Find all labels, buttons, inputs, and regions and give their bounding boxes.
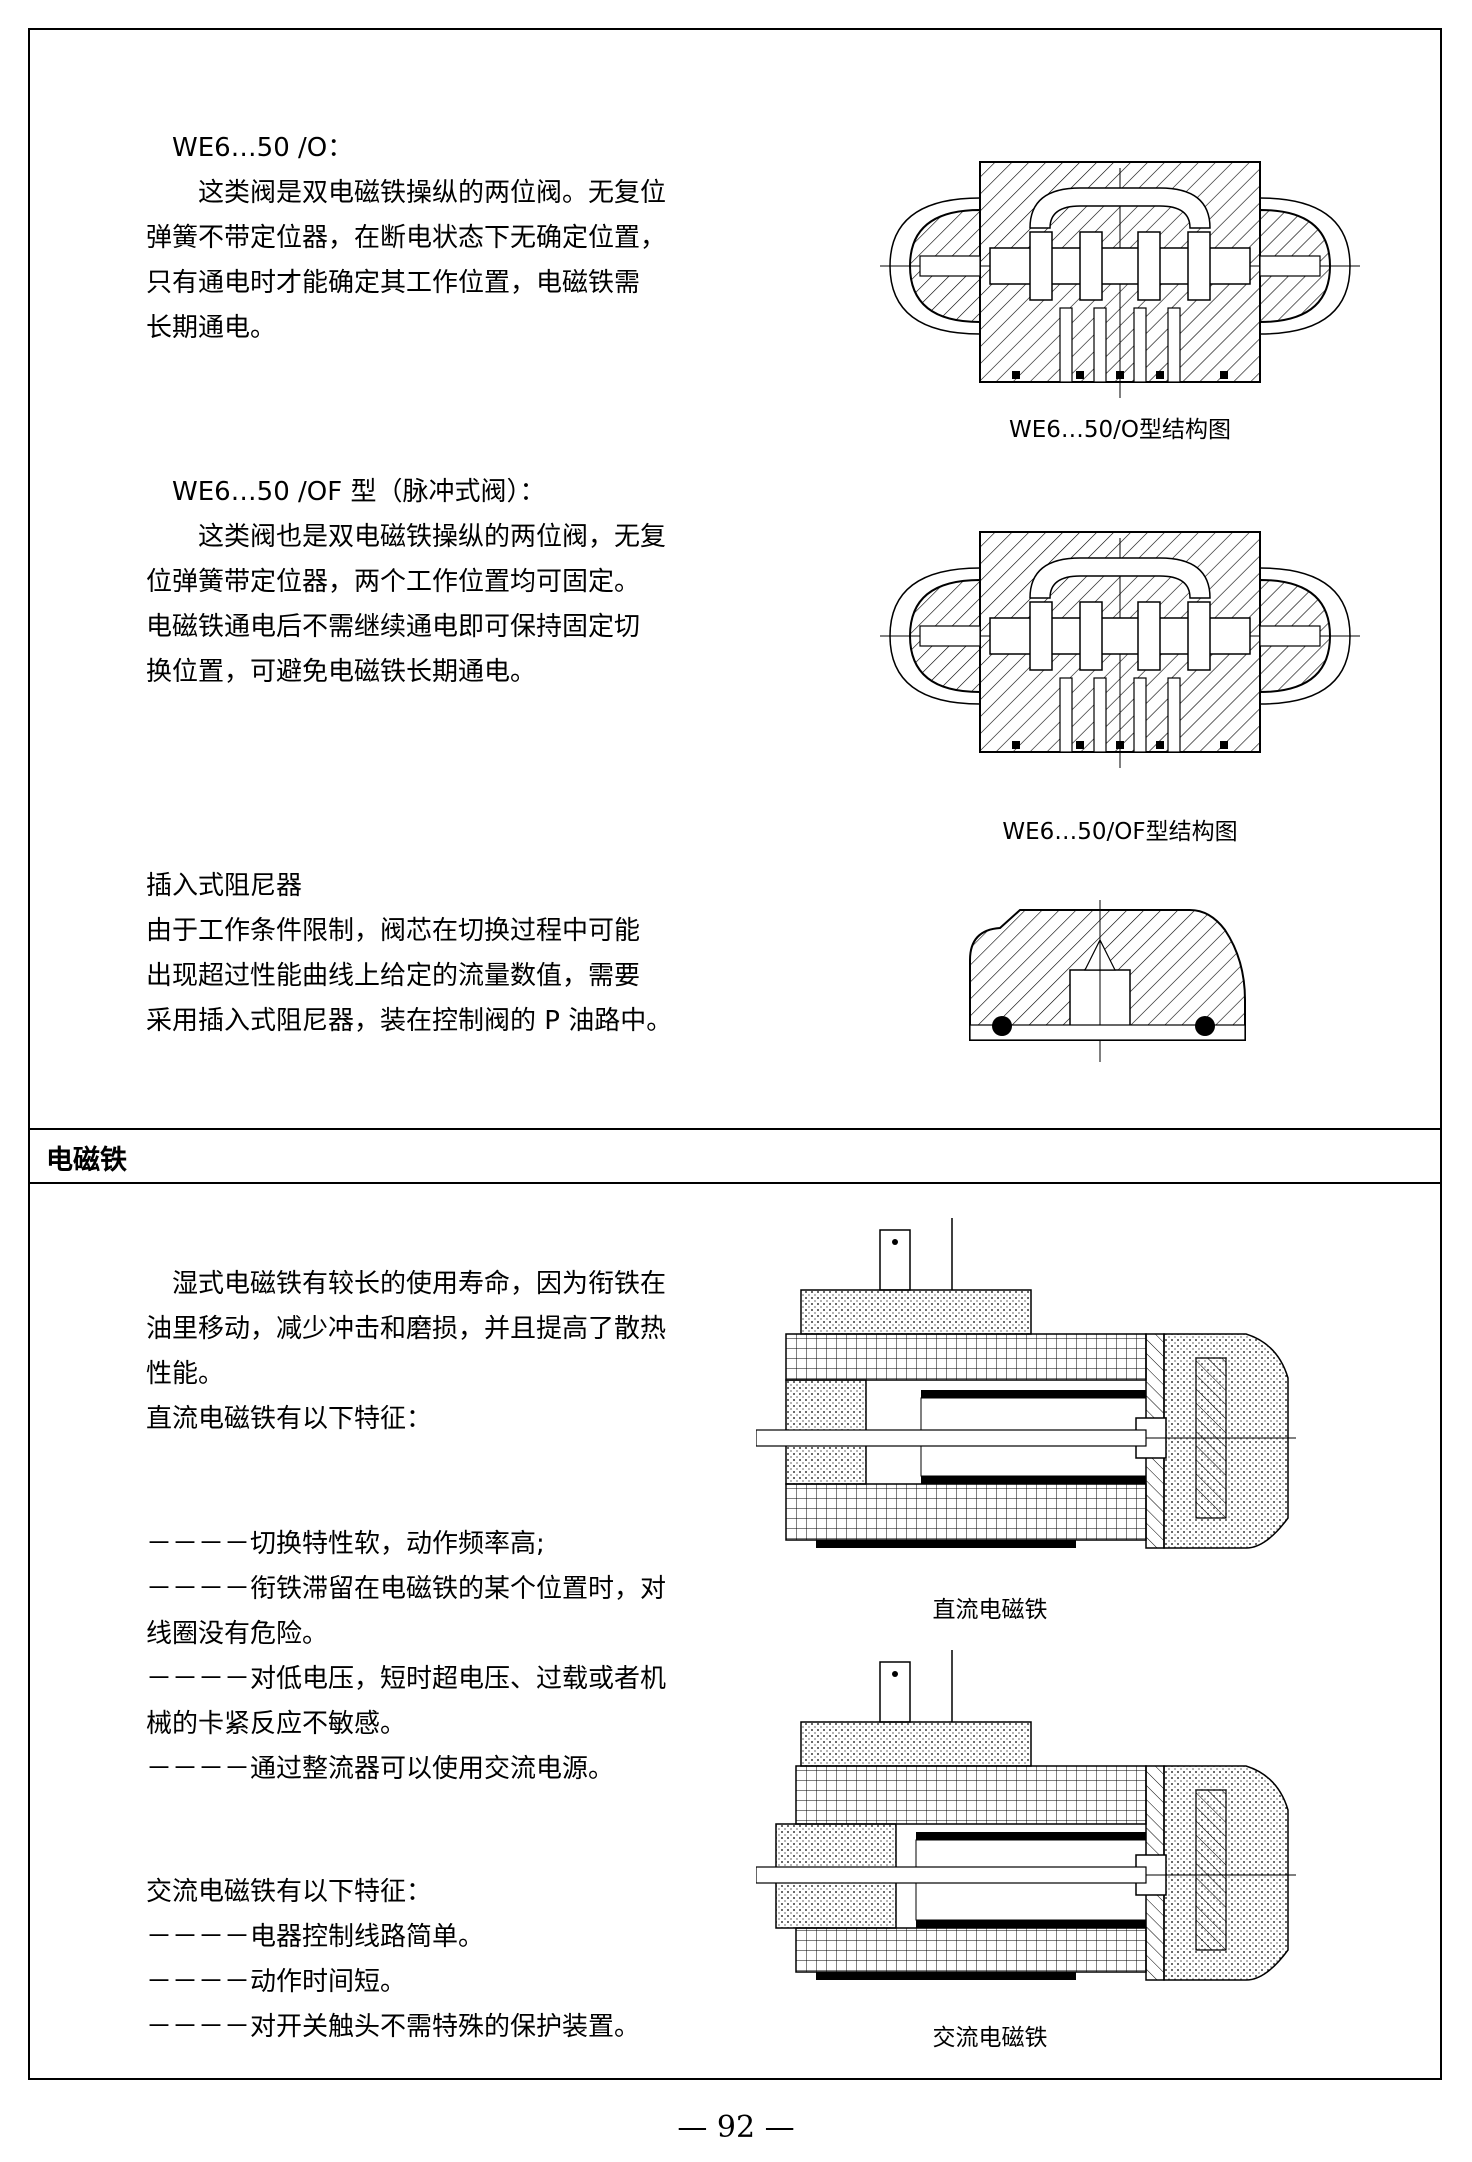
list-item: 械的卡紧反应不敏感。: [146, 1709, 407, 1739]
paragraph-line: 采用插入式阻尼器，装在控制阀的 P 油路中。: [146, 1006, 673, 1036]
paragraph-title: WE6…50 /O：: [172, 133, 354, 163]
paragraph-line: 换位置，可避免电磁铁长期通电。: [146, 657, 537, 687]
paragraph-line: 出现超过性能曲线上给定的流量数值，需要: [146, 961, 641, 991]
paragraph-line: 性能。: [146, 1359, 225, 1389]
list-item: －－－－通过整流器可以使用交流电源。: [146, 1754, 615, 1784]
section-divider-bottom: [30, 1182, 1440, 1184]
paragraph-line: 电磁铁通电后不需继续通电即可保持固定切: [146, 612, 641, 642]
list-item: －－－－动作时间短。: [146, 1967, 407, 1997]
list-item: －－－－衔铁滞留在电磁铁的某个位置时，对: [146, 1574, 667, 1604]
paragraph-line: 这类阀也是双电磁铁操纵的两位阀，无复: [198, 522, 667, 552]
list-dc-features: －－－－切换特性软，动作频率高; －－－－衔铁滞留在电磁铁的某个位置时，对 线圈…: [146, 1522, 666, 1792]
paragraph-line: 直流电磁铁有以下特征：: [146, 1404, 433, 1434]
page-number: — 92 —: [677, 2110, 795, 2145]
text-we6-o: WE6…50 /O： 这类阀是双电磁铁操纵的两位阀。无复位 弹簧不带定位器，在断…: [146, 126, 667, 351]
figure-caption-ac: 交流电磁铁: [932, 2025, 1048, 2051]
list-item: －－－－对开关触头不需特殊的保护装置。: [146, 2012, 641, 2042]
paragraph-title: 插入式阻尼器: [146, 871, 303, 901]
paragraph-line: 位弹簧带定位器，两个工作位置均可固定。: [146, 567, 641, 597]
paragraph-line: 这类阀是双电磁铁操纵的两位阀。无复位: [198, 178, 667, 208]
damper-diagram: [969, 900, 1246, 1062]
paragraph-line: 长期通电。: [146, 313, 277, 343]
figure-caption-o: WE6…50/O型结构图: [1008, 417, 1232, 443]
paragraph-title: WE6…50 /OF 型（脉冲式阀）：: [172, 477, 546, 507]
list-item: 线圈没有危险。: [146, 1619, 329, 1649]
figure-caption-of: WE6…50/OF型结构图: [1002, 819, 1238, 845]
figure-caption-dc: 直流电磁铁: [932, 1597, 1048, 1623]
list-item: －－－－电器控制线路简单。: [146, 1922, 485, 1952]
list-ac-features: 交流电磁铁有以下特征： －－－－电器控制线路简单。 －－－－动作时间短。 －－－…: [146, 1870, 640, 2050]
dc-solenoid-diagram: [756, 1218, 1296, 1549]
text-damper: 插入式阻尼器 由于工作条件限制，阀芯在切换过程中可能 出现超过性能曲线上给定的流…: [146, 864, 672, 1044]
list-item: －－－－对低电压，短时超电压、过载或者机: [146, 1664, 667, 1694]
page-frame: 电磁铁: [28, 28, 1442, 2080]
paragraph-line: 油里移动，减少冲击和磨损，并且提高了散热: [146, 1314, 667, 1344]
text-electromagnet-intro: 湿式电磁铁有较长的使用寿命，因为衔铁在 油里移动，减少冲击和磨损，并且提高了散热…: [146, 1262, 666, 1442]
ac-solenoid-diagram: [756, 1650, 1296, 1981]
valve-o-diagram: [880, 161, 1360, 398]
valve-of-diagram: [880, 531, 1360, 768]
paragraph-line: 由于工作条件限制，阀芯在切换过程中可能: [146, 916, 641, 946]
paragraph-line: 湿式电磁铁有较长的使用寿命，因为衔铁在: [172, 1269, 667, 1299]
section-header-electromagnet: 电磁铁: [46, 1145, 127, 1176]
paragraph-title: 交流电磁铁有以下特征：: [146, 1877, 433, 1907]
section-divider-top: [30, 1128, 1440, 1130]
text-we6-of: WE6…50 /OF 型（脉冲式阀）： 这类阀也是双电磁铁操纵的两位阀，无复 位…: [146, 470, 667, 695]
paragraph-line: 只有通电时才能确定其工作位置，电磁铁需: [146, 268, 641, 298]
paragraph-line: 弹簧不带定位器，在断电状态下无确定位置，: [146, 223, 667, 253]
list-item: －－－－切换特性软，动作频率高;: [146, 1529, 545, 1559]
